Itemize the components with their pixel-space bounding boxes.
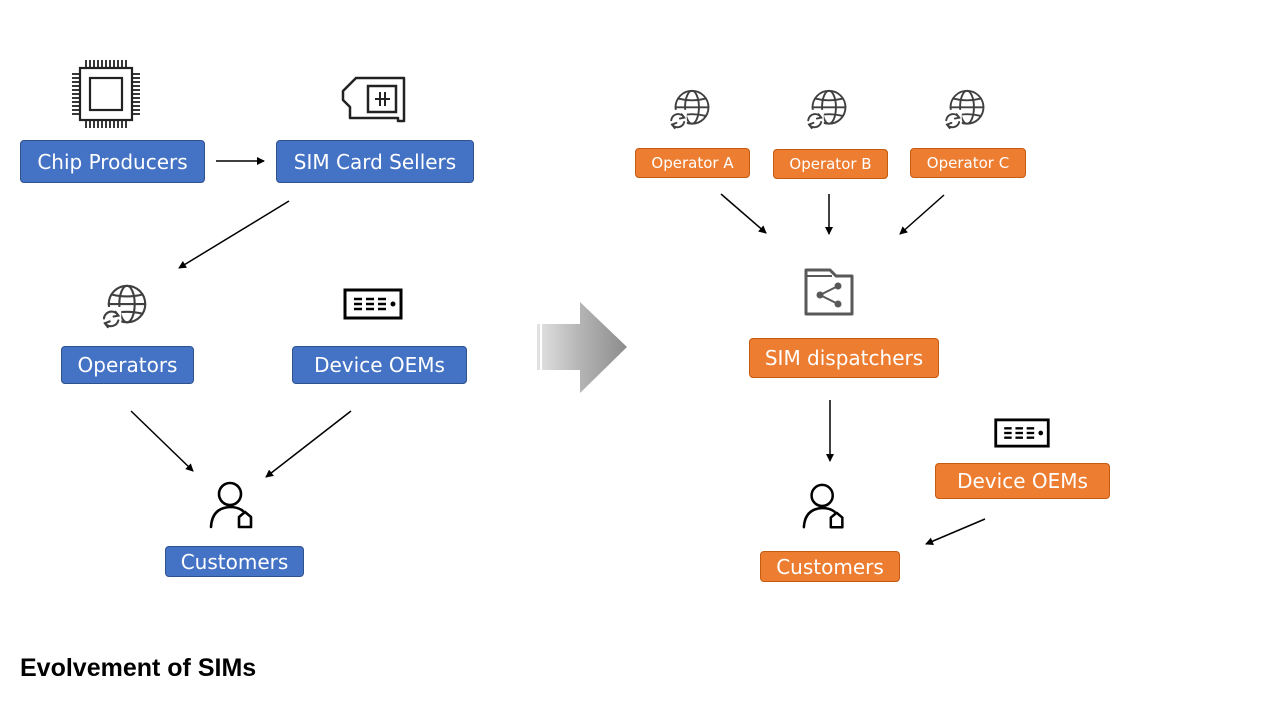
right-customers-icon [802,483,844,529]
device-oems-icon [343,288,403,320]
operators-label: Operators [77,353,178,377]
sim-card-sellers-box: SIM Card Sellers [276,140,474,183]
operator-b-box: Operator B [773,149,888,179]
operator-b-globe-icon [803,89,847,130]
operator-a-label: Operator A [651,154,734,172]
device-oems-box: Device OEMs [292,346,467,384]
operator-c-globe-icon [941,89,985,130]
right-device-oems-box: Device OEMs [935,463,1110,499]
arrow-opc-to-dispatchers [899,194,945,235]
customers-icon [209,481,253,529]
arrow-oems-to-customers [265,410,352,478]
operator-c-box: Operator C [910,148,1026,178]
arrow-oems-to-right-customers [925,518,986,545]
operators-globe-icon [99,284,147,330]
arrow-sim-to-operators [178,200,290,269]
chip-producers-box: Chip Producers [20,140,205,183]
arrow-opa-to-dispatchers [720,193,767,234]
sim-dispatchers-label: SIM dispatchers [764,346,924,370]
right-customers-box: Customers [760,551,900,582]
customers-label: Customers [180,549,289,574]
customers-box: Customers [165,546,304,577]
chip-icon [72,60,140,128]
right-customers-label: Customers [776,554,884,579]
operator-a-box: Operator A [635,148,750,178]
arrow-operators-to-customers [130,410,194,472]
operator-c-label: Operator C [926,154,1010,172]
sim-card-icon [341,76,406,123]
right-device-oems-icon [994,418,1050,448]
sim-dispatchers-box: SIM dispatchers [749,338,939,378]
operators-box: Operators [61,346,194,384]
share-folder-icon [804,268,854,316]
chip-producers-label: Chip Producers [37,149,188,174]
right-device-oems-label: Device OEMs [957,469,1088,493]
operator-b-label: Operator B [789,155,872,173]
device-oems-label: Device OEMs [314,353,445,377]
sim-card-sellers-label: SIM Card Sellers [293,149,457,174]
big-right-arrow-icon [534,302,627,393]
operator-a-globe-icon [666,89,710,130]
slide-title: Evolvement of SIMs [20,654,257,682]
